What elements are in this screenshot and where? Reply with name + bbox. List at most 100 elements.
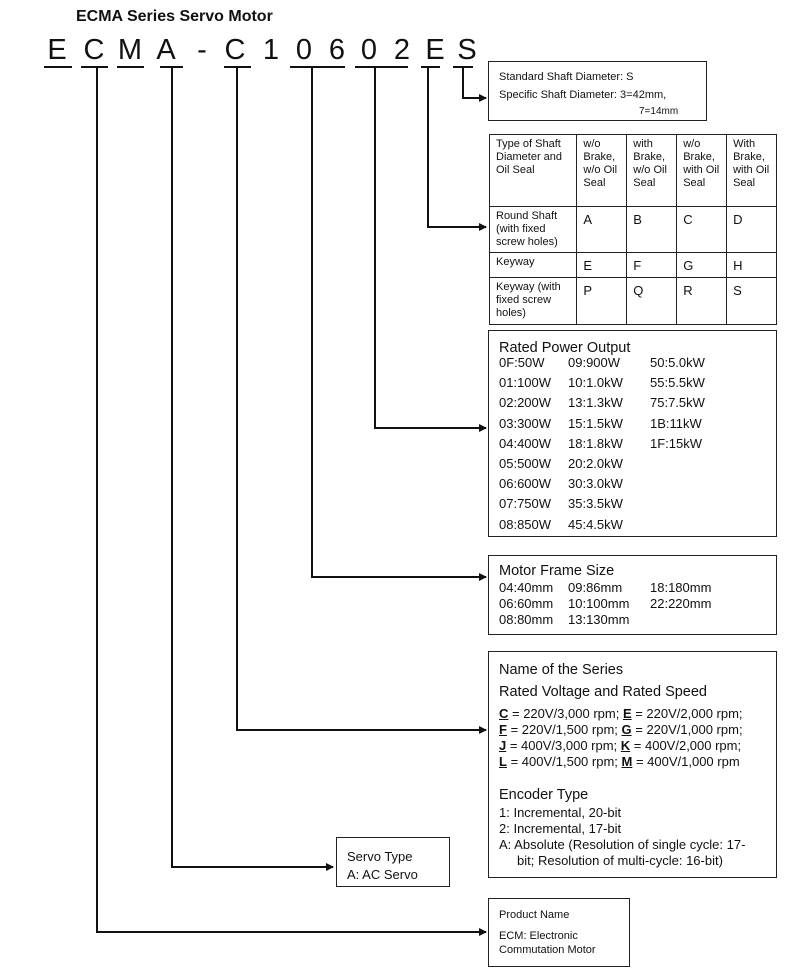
power-output-item: 0F:50W (499, 355, 545, 370)
encoder-line: 2: Incremental, 17-bit (499, 821, 622, 836)
voltage-speed-row: C = 220V/3,000 rpm; E = 220V/2,000 rpm; (499, 706, 743, 721)
table-header-cell: w/o Brake, with Oil Seal (676, 133, 728, 208)
servo-type-box: Servo Type A: AC Servo (336, 837, 450, 887)
code-char-8: 0 (295, 34, 313, 66)
shaft-type-table: Type of Shaft Diameter and Oil Seal w/o … (488, 133, 777, 326)
code-char-13: S (457, 34, 477, 66)
leader-product-name (96, 67, 487, 936)
table-cell: Keyway (with fixed screw holes) (488, 276, 578, 326)
table-row: Keyway (with fixed screw holes) P Q R S (488, 276, 777, 326)
code-char-10: 0 (360, 34, 378, 66)
power-output-item: 18:1.8kW (568, 435, 623, 451)
power-output-item: 13:1.3kW (568, 395, 623, 411)
power-output-item: 35:3.5kW (568, 496, 623, 512)
power-output-item: 20:2.0kW (568, 456, 623, 471)
table-header-cell: with Brake, w/o Oil Seal (626, 133, 678, 208)
table-header-cell: Type of Shaft Diameter and Oil Seal (488, 133, 578, 208)
series-code: C (499, 706, 509, 721)
table-row: Keyway E F G H (488, 251, 777, 278)
leader-servo-type (171, 67, 334, 871)
frame-size-item: 22:220mm (650, 596, 712, 611)
shaft-diameter-standard: Standard Shaft Diameter: S (499, 71, 634, 83)
power-output-item: 75:7.5kW (650, 395, 705, 411)
power-output-item: 50:5.0kW (650, 355, 705, 370)
encoder-title: Encoder Type (499, 787, 589, 803)
table-cell: Keyway (488, 251, 578, 278)
table-cell: D (726, 206, 777, 253)
table-cell: H (726, 251, 777, 278)
voltage-speed-text: = 400V/1,500 rpm; (506, 754, 622, 769)
voltage-speed-text: = 400V/3,000 rpm; (506, 738, 621, 753)
voltage-speed-row: F = 220V/1,500 rpm; G = 220V/1,000 rpm; (499, 722, 743, 737)
leader-shaft-diameter (462, 67, 487, 102)
product-name-line: ECM: Electronic (499, 930, 578, 942)
code-char-1: E (47, 34, 67, 66)
table-cell: R (676, 276, 728, 326)
frame-size-item: 18:180mm (650, 580, 712, 595)
power-output-item: 07:750W (499, 496, 552, 512)
voltage-speed-text: = 400V/1,000 rpm (632, 754, 740, 769)
table-cell: E (576, 251, 628, 278)
power-output-item: 15:1.5kW (568, 415, 623, 431)
shaft-diameter-specific: Specific Shaft Diameter: 3=42mm, (499, 89, 667, 101)
series-box: Name of the Series Rated Voltage and Rat… (488, 651, 777, 878)
frame-size-item: 04:40mm (499, 580, 554, 595)
table-cell: F (626, 251, 678, 278)
series-code: E (622, 706, 632, 721)
frame-size-item: 13:130mm (568, 612, 630, 627)
voltage-speed-text: = 220V/1,500 rpm; (506, 722, 622, 737)
table-row: Round Shaft (with fixed screw holes) A B… (488, 206, 777, 253)
table-cell: P (576, 276, 628, 326)
series-code: L (499, 754, 507, 769)
voltage-speed-text: = 220V/1,000 rpm; (631, 722, 743, 737)
series-code: M (621, 754, 633, 769)
code-char-11: 2 (393, 34, 411, 66)
table-cell: A (576, 206, 628, 253)
series-code: K (620, 738, 631, 753)
power-output-item: 55:5.5kW (650, 375, 705, 391)
code-char-2: C (83, 34, 105, 66)
leader-power-output (374, 67, 487, 432)
voltage-speed-text: = 220V/3,000 rpm; (508, 706, 623, 721)
leader-frame-size (311, 67, 487, 581)
power-output-item: 45:4.5kW (568, 516, 623, 532)
product-name-line: Commutation Motor (499, 944, 596, 956)
power-output-item: 30:3.0kW (568, 476, 623, 492)
table-cell: B (626, 206, 678, 253)
shaft-diameter-box: Standard Shaft Diameter: S Specific Shaf… (488, 61, 707, 121)
frame-size-item: 08:80mm (499, 612, 554, 627)
power-output-item: 01:100W (499, 375, 552, 391)
table-cell: Round Shaft (with fixed screw holes) (488, 206, 578, 253)
power-output-item: 09:900W (568, 355, 621, 370)
frame-size-item: 06:60mm (499, 596, 554, 611)
power-output-item: 1F:15kW (650, 435, 703, 451)
power-output-box: Rated Power Output 0F:50W 09:900W 50:5.0kW… (488, 330, 777, 537)
encoder-line: A: Absolute (Resolution of single cycle:… (499, 837, 746, 852)
diagram-title: ECMA Series Servo Motor (76, 8, 273, 25)
power-output-item: 02:200W (499, 395, 552, 411)
code-char-dash: - (197, 34, 207, 66)
encoder-line: bit; Resolution of multi-cycle: 16-bit) (517, 853, 723, 868)
voltage-speed-title: Rated Voltage and Rated Speed (499, 684, 707, 700)
code-char-4: A (156, 34, 176, 66)
code-char-6: C (224, 34, 246, 66)
power-output-title: Rated Power Output (499, 340, 631, 356)
leader-series (236, 67, 487, 734)
table-cell: G (676, 251, 728, 278)
shaft-diameter-specific-2: 7=14mm (639, 106, 679, 117)
product-name-box: Product Name ECM: Electronic Commutation… (488, 898, 630, 967)
code-char-3: M (117, 34, 143, 66)
series-code: J (499, 738, 507, 753)
servo-type-title: Servo Type (347, 849, 413, 864)
power-output-item: 08:850W (499, 516, 552, 532)
table-header-row: Type of Shaft Diameter and Oil Seal w/o … (488, 133, 777, 208)
table-cell: Q (626, 276, 678, 326)
code-char-7: 1 (262, 34, 280, 66)
voltage-speed-row: L = 400V/1,500 rpm; M = 400V/1,000 rpm (499, 754, 740, 769)
power-output-item: 04:400W (499, 435, 552, 451)
voltage-speed-text: = 400V/2,000 rpm; (630, 738, 742, 753)
table-header-cell: w/o Brake, w/o Oil Seal (576, 133, 628, 208)
frame-size-item: 10:100mm (568, 596, 630, 611)
